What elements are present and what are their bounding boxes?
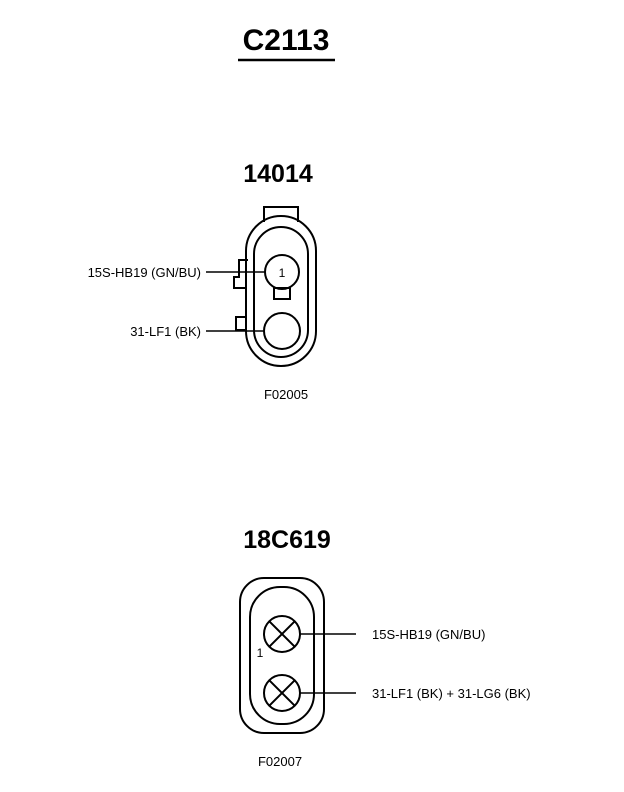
connector-18C619-code: F02007 <box>258 754 302 769</box>
connector-18C619-housing-inner <box>249 586 315 725</box>
connector-18C619-pin-2-cross-b <box>268 679 296 707</box>
connector-18C619: 18C619 1 15S-HB19 (GN/BU) 31-LF1 (BK) + … <box>239 526 531 769</box>
connector-14014: 14014 1 15S-HB19 (GN/BU) 31-LF1 (BK) F02… <box>88 160 317 402</box>
connector-18C619-wire-2-label: 31-LF1 (BK) + 31-LG6 (BK) <box>372 686 531 701</box>
connector-14014-code: F02005 <box>264 387 308 402</box>
connector-18C619-wire-1-label: 15S-HB19 (GN/BU) <box>372 627 485 642</box>
connector-14014-housing-inner <box>253 226 309 358</box>
connector-14014-keying <box>233 259 248 331</box>
connector-18C619-pin-number: 1 <box>257 646 264 660</box>
connector-14014-pin-number: 1 <box>279 266 286 280</box>
connector-14014-pin-1-tab <box>273 287 291 300</box>
connector-18C619-pin-1-cross-b <box>268 620 296 648</box>
connector-18C619-housing-outer <box>239 577 325 734</box>
connector-14014-pin-2 <box>263 312 301 350</box>
connector-14014-label: 14014 <box>243 160 313 188</box>
connector-18C619-label: 18C619 <box>243 526 331 554</box>
connector-14014-latch <box>263 206 299 222</box>
connector-14014-wire-2-label: 31-LF1 (BK) <box>130 324 201 339</box>
diagram-title: C2113 <box>243 24 330 57</box>
connector-14014-wire-1-label: 15S-HB19 (GN/BU) <box>88 265 201 280</box>
